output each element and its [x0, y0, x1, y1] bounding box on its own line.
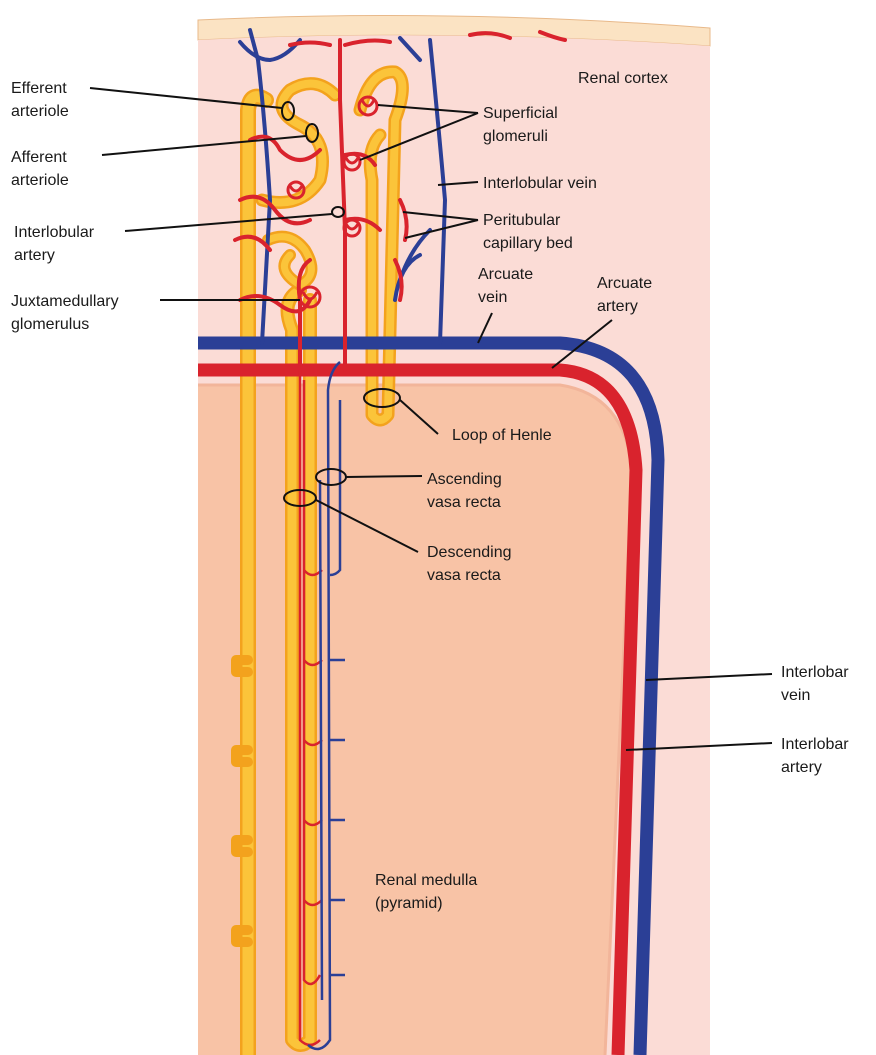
interlobular-artery-label: Interlobular artery	[14, 221, 94, 267]
descending-vasa-recta-label: Descending vasa recta	[427, 541, 512, 587]
peritubular-line-2: capillary bed	[483, 232, 573, 255]
juxtamedullary-glomerulus-line-1: Juxtamedullary	[11, 290, 119, 313]
renal-medulla-line-1: Renal medulla	[375, 869, 477, 892]
interlobar-artery-line-2: artery	[781, 756, 849, 779]
peritubular-capillary-bed-label: Peritubular capillary bed	[483, 209, 573, 255]
interlobar-artery-line-1: Interlobar	[781, 733, 849, 756]
renal-medulla-line-2: (pyramid)	[375, 892, 477, 915]
ascending-vasa-recta-line-1: Ascending	[427, 468, 502, 491]
renal-medulla-label: Renal medulla (pyramid)	[375, 869, 477, 915]
afferent-arteriole-line-1: Afferent	[11, 146, 69, 169]
interlobar-vein-line-2: vein	[781, 684, 849, 707]
interlobular-artery-line-2: artery	[14, 244, 94, 267]
interlobar-vein-line-1: Interlobar	[781, 661, 849, 684]
superficial-glomeruli-line-1: Superficial	[483, 102, 558, 125]
juxtamedullary-glomerulus-label: Juxtamedullary glomerulus	[11, 290, 119, 336]
arcuate-artery-label: Arcuate artery	[597, 272, 652, 318]
renal-medulla-region	[198, 385, 632, 1055]
interlobular-artery-line-1: Interlobular	[14, 221, 94, 244]
juxtamedullary-glomerulus-line-2: glomerulus	[11, 313, 119, 336]
interlobar-artery-label: Interlobar artery	[781, 733, 849, 779]
descending-vasa-recta-line-2: vasa recta	[427, 564, 512, 587]
ascending-vasa-recta-leader	[346, 476, 422, 477]
afferent-arteriole-label: Afferent arteriole	[11, 146, 69, 192]
arcuate-vein-label: Arcuate vein	[478, 263, 533, 309]
renal-cortex-label: Renal cortex	[578, 67, 668, 90]
superficial-glomeruli-label: Superficial glomeruli	[483, 102, 558, 148]
loop-of-henle-label: Loop of Henle	[452, 424, 552, 447]
efferent-arteriole-label: Efferent arteriole	[11, 77, 69, 123]
arcuate-artery-line-2: artery	[597, 295, 652, 318]
superficial-glomeruli-line-2: glomeruli	[483, 125, 558, 148]
efferent-arteriole-line-1: Efferent	[11, 77, 69, 100]
ascending-vasa-recta-line-2: vasa recta	[427, 491, 502, 514]
peritubular-line-1: Peritubular	[483, 209, 573, 232]
afferent-arteriole-line-2: arteriole	[11, 169, 69, 192]
arcuate-vein-line-2: vein	[478, 286, 533, 309]
interlobar-vein-label: Interlobar vein	[781, 661, 849, 707]
arcuate-artery-line-1: Arcuate	[597, 272, 652, 295]
interlobular-vein-label: Interlobular vein	[483, 172, 597, 195]
efferent-arteriole-line-2: arteriole	[11, 100, 69, 123]
ascending-vasa-recta-label: Ascending vasa recta	[427, 468, 502, 514]
arcuate-vein-line-1: Arcuate	[478, 263, 533, 286]
descending-vasa-recta-line-1: Descending	[427, 541, 512, 564]
